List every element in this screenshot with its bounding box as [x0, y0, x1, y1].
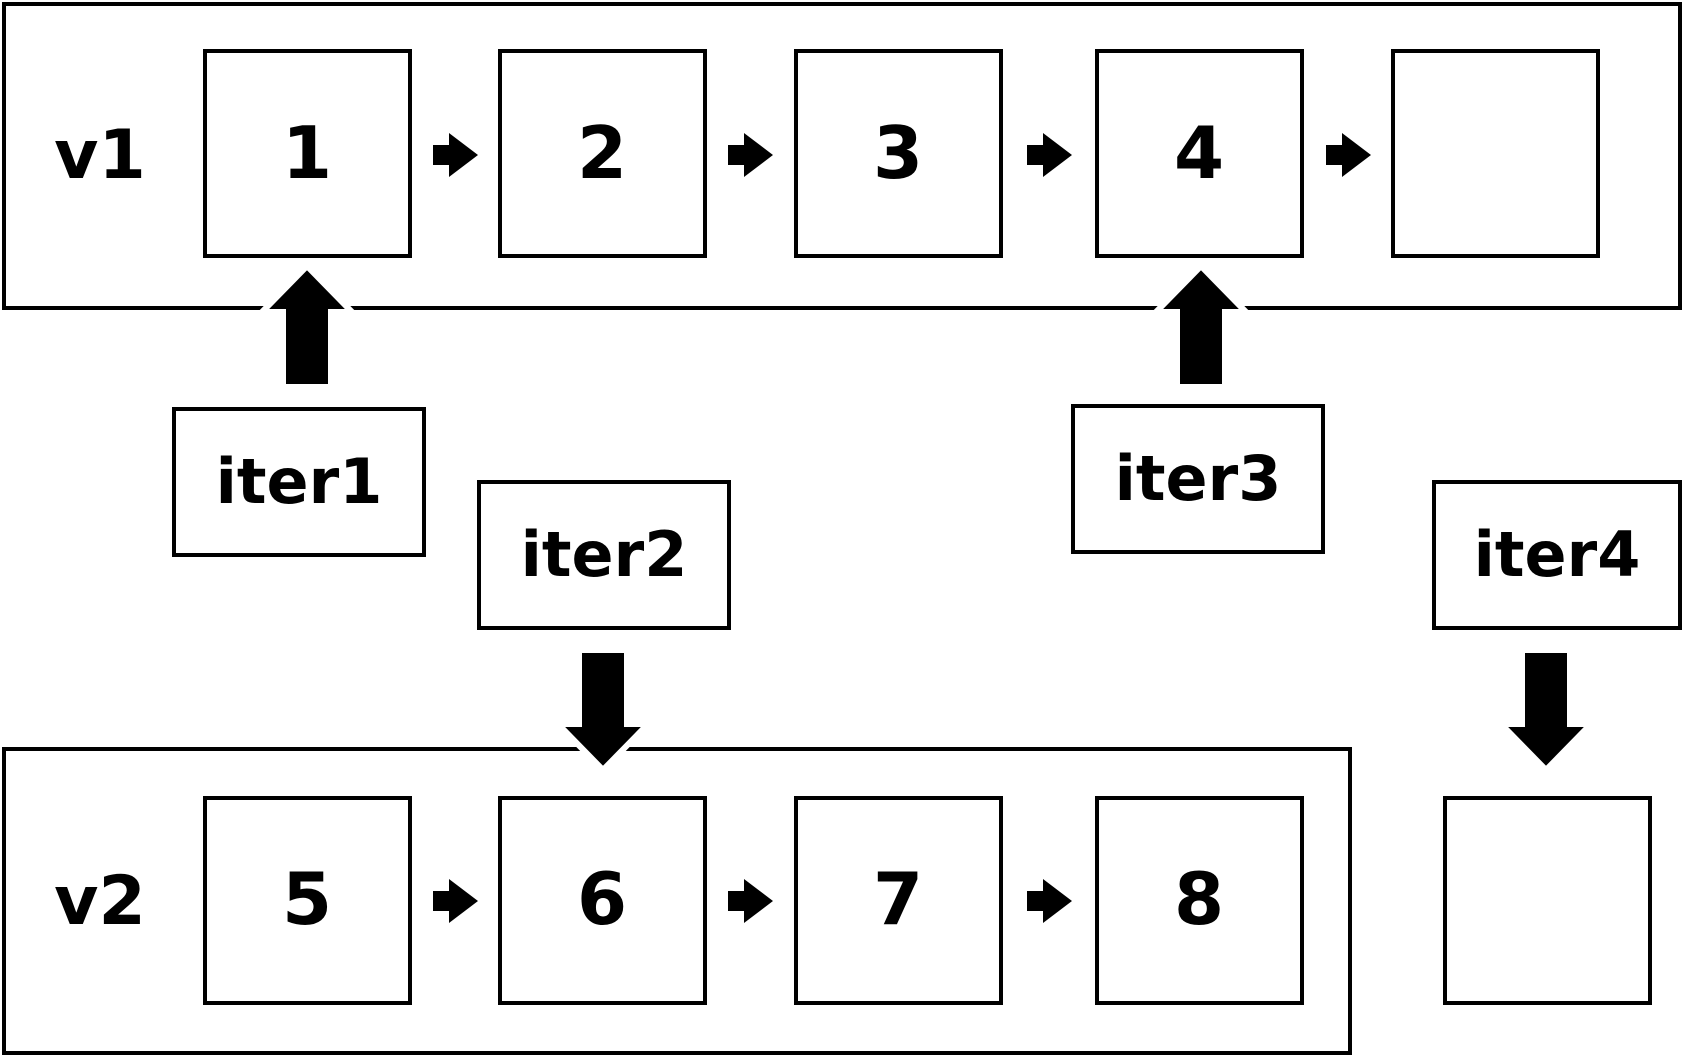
v2-cell-8: [1095, 796, 1304, 1005]
v1-cell-4-value: 4: [1174, 111, 1224, 195]
iter3-label: iter3: [1115, 442, 1282, 515]
v1-cell-1: [203, 49, 412, 258]
v2-cell-7-value: 7: [873, 857, 923, 941]
iter2-pointer-arrow-down-icon: [550, 647, 656, 775]
v1-next-arrow-3-icon: [1027, 133, 1072, 177]
v2-next-arrow-1-icon: [433, 879, 478, 923]
v1-cell-5-empty: [1391, 49, 1600, 258]
v1-next-arrow-1-icon: [433, 133, 478, 177]
v1-next-arrow-4-icon: [1326, 133, 1371, 177]
iter3-box: [1071, 404, 1325, 554]
iter2-box: [477, 480, 731, 630]
v2-cell-5: [203, 796, 412, 1005]
iter1-label: iter1: [216, 445, 383, 518]
v1-label: v1: [54, 116, 146, 195]
v2-cell-6-value: 6: [577, 857, 627, 941]
iter3-pointer-arrow-up-icon: [1148, 261, 1254, 390]
v1-cell-3: [794, 49, 1003, 258]
v1-cell-2: [498, 49, 707, 258]
iter1-box: [172, 407, 426, 557]
v2-cell-5-value: 5: [282, 857, 332, 941]
v2-next-arrow-3-icon: [1027, 879, 1072, 923]
v2-next-arrow-2-icon: [728, 879, 773, 923]
v1-cell-3-value: 3: [873, 111, 923, 195]
iter1-pointer-arrow-up-icon: [254, 261, 360, 390]
v1-next-arrow-2-icon: [728, 133, 773, 177]
v2-cell-6: [498, 796, 707, 1005]
v1-cell-2-value: 2: [577, 111, 627, 195]
iter2-label: iter2: [521, 518, 688, 591]
v1-cell-1-value: 1: [282, 111, 332, 195]
detached-empty-cell: [1443, 796, 1652, 1005]
iter4-label: iter4: [1474, 518, 1641, 591]
v2-cell-7: [794, 796, 1003, 1005]
iter4-box: [1432, 480, 1682, 630]
v2-cell-8-value: 8: [1174, 857, 1224, 941]
v1-cell-4: [1095, 49, 1304, 258]
iter4-pointer-arrow-down-icon: [1493, 647, 1599, 775]
v2-label: v2: [54, 862, 146, 941]
